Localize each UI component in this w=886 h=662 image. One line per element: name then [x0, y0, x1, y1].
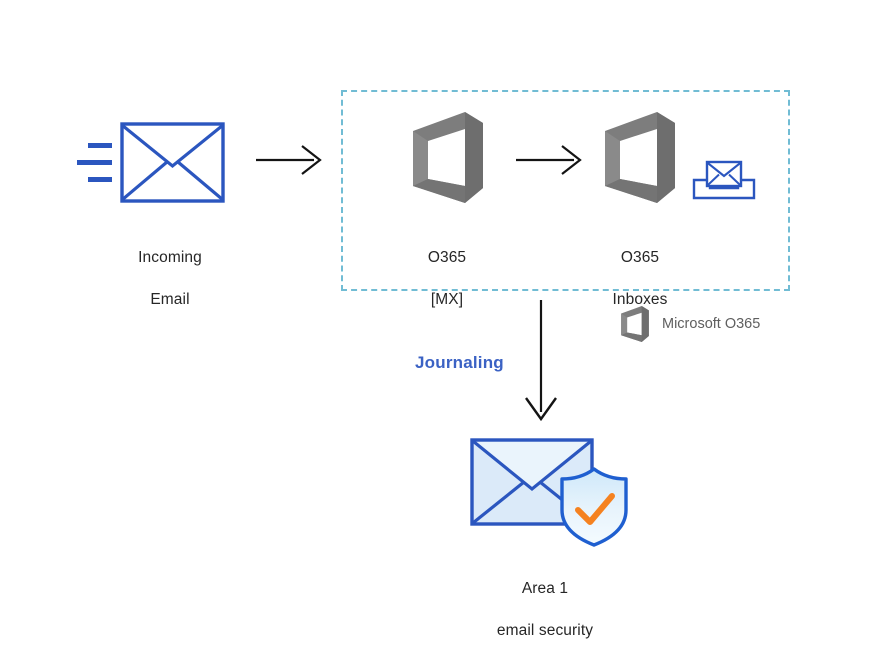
caption-line: Incoming — [138, 249, 202, 266]
arrow-right-icon — [256, 145, 322, 175]
o365-inboxes-node — [597, 110, 683, 205]
arrow-down-icon — [525, 300, 557, 422]
area1-caption: Area 1 email security — [455, 557, 635, 662]
legend-label: Microsoft O365 — [662, 316, 761, 332]
office-365-icon — [605, 112, 675, 203]
journaling-label: Journaling — [415, 353, 504, 372]
arrow-incoming-to-mx — [256, 142, 324, 178]
o365-mx-node — [405, 110, 491, 205]
incoming-email-node — [75, 118, 230, 213]
o365-boundary-box — [341, 90, 790, 291]
caption-line: Inboxes — [612, 291, 668, 308]
inbox-tray-node — [692, 158, 756, 202]
o365-inboxes-caption: O365 Inboxes — [575, 226, 705, 331]
legend-microsoft-o365: Microsoft O365 — [618, 303, 793, 345]
caption-line: O365 — [427, 249, 467, 266]
arrow-journaling-down — [518, 300, 566, 422]
area1-email-security-node — [466, 432, 632, 547]
envelope-icon — [77, 122, 225, 203]
caption-line: O365 — [620, 249, 660, 266]
inbox-envelope-icon — [692, 160, 756, 200]
o365-mx-caption: O365 [MX] — [382, 226, 512, 331]
caption-line: [MX] — [430, 291, 464, 308]
shielded-envelope-icon — [470, 438, 628, 547]
incoming-email-caption: Incoming Email — [90, 226, 250, 331]
office-365-icon — [621, 306, 649, 342]
arrow-right-icon — [516, 145, 582, 175]
arrow-mx-to-inbox — [516, 142, 584, 178]
office-365-icon — [413, 112, 483, 203]
caption-line: Area 1 — [521, 580, 569, 597]
caption-line: Email — [150, 291, 190, 308]
speed-lines-icon — [77, 143, 112, 182]
caption-line: email security — [496, 622, 594, 639]
